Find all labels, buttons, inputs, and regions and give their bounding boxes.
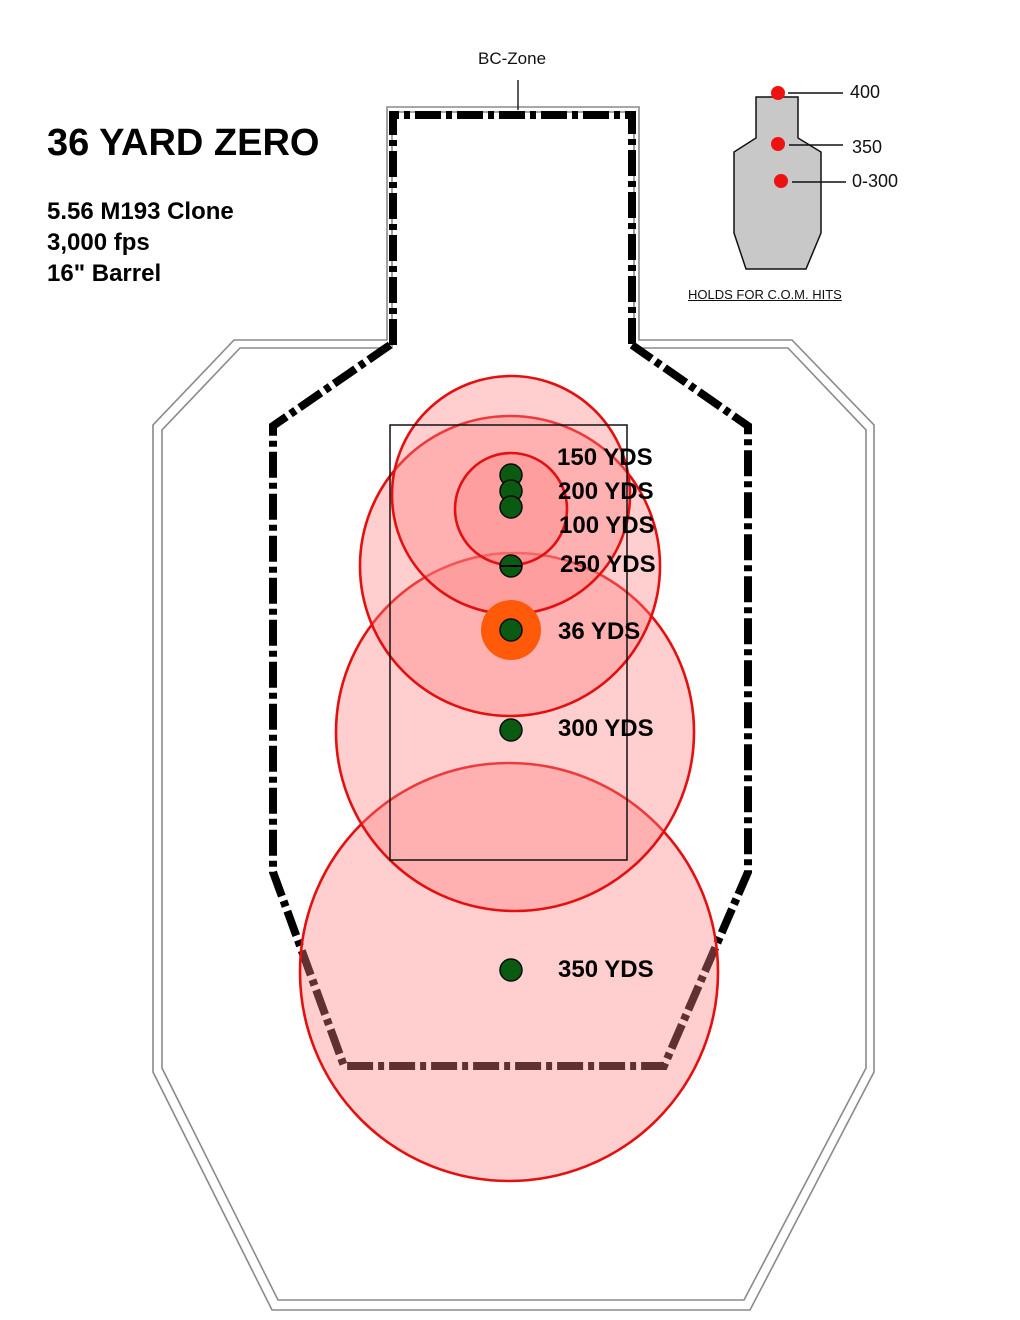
hold-label-400: 400 xyxy=(850,82,881,102)
hold-label-0-300: 0-300 xyxy=(852,171,899,191)
impact-label-250: 250 YDS xyxy=(560,551,656,578)
hold-dot-0-300 xyxy=(774,174,788,188)
holds-caption: HOLDS FOR C.O.M. HITS xyxy=(688,287,842,302)
hold-label-350: 350 xyxy=(852,137,883,157)
spec-barrel: 16" Barrel xyxy=(47,260,162,287)
page-title: 36 YARD ZERO xyxy=(47,122,320,164)
bc-zone-label: BC-Zone xyxy=(478,49,547,68)
impact-dots xyxy=(499,463,523,982)
load-specs: 5.56 M193 Clone 3,000 fps 16" Barrel xyxy=(47,196,234,289)
spec-cartridge: 5.56 M193 Clone xyxy=(47,198,234,225)
impact-label-36: 36 YDS xyxy=(558,618,641,645)
hold-dot-400 xyxy=(771,86,785,100)
impact-dot-300 xyxy=(499,718,523,742)
vital-zone-rect xyxy=(389,424,628,861)
impact-dot-100 xyxy=(499,495,523,519)
bc-zone-outline xyxy=(269,111,752,1070)
impact-dot-36 xyxy=(499,618,523,642)
impact-label-300: 300 YDS xyxy=(558,715,654,742)
hold-dot-350 xyxy=(771,137,785,151)
spec-velocity: 3,000 fps xyxy=(47,229,150,256)
impact-dot-350 xyxy=(499,958,523,982)
impact-label-200: 200 YDS xyxy=(558,478,654,505)
holds-silhouette xyxy=(733,86,846,270)
impact-label-150: 150 YDS xyxy=(557,444,653,471)
impact-label-100: 100 YDS xyxy=(559,512,655,539)
impact-label-350: 350 YDS xyxy=(558,956,654,983)
